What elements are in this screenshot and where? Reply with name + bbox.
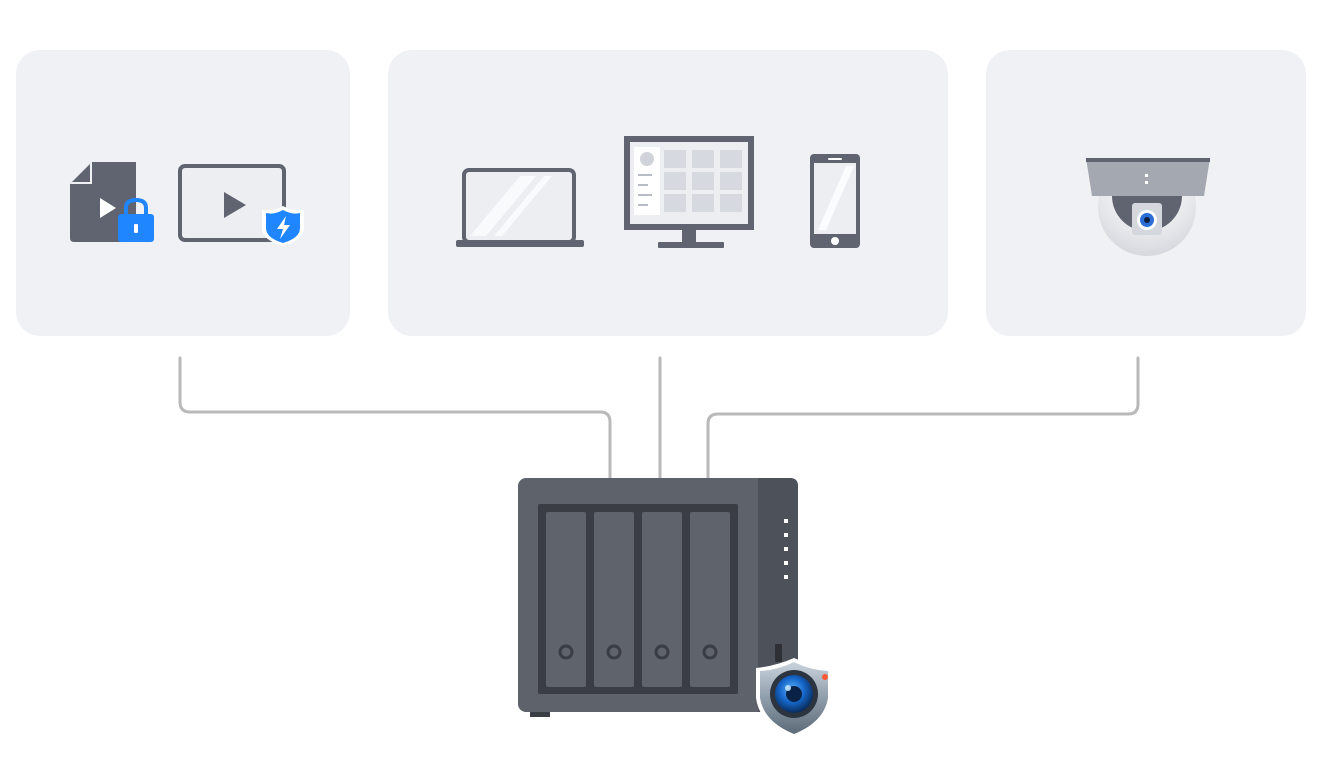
laptop-icon xyxy=(456,168,584,247)
locked-video-file-icon xyxy=(70,162,154,242)
nas-4-bay-icon xyxy=(518,478,798,717)
drive-bays xyxy=(546,512,730,687)
smartphone-icon xyxy=(810,154,860,248)
connector-lines xyxy=(178,356,1140,482)
surveillance-station-shield-icon xyxy=(756,658,832,738)
status-leds xyxy=(784,519,788,579)
protected-video-player-icon xyxy=(178,164,304,246)
connector-camera-to-nas xyxy=(706,356,1140,482)
connector-media-to-nas xyxy=(178,356,612,482)
desktop-monitor-icon xyxy=(624,136,754,248)
dome-camera-icon xyxy=(1086,158,1210,256)
